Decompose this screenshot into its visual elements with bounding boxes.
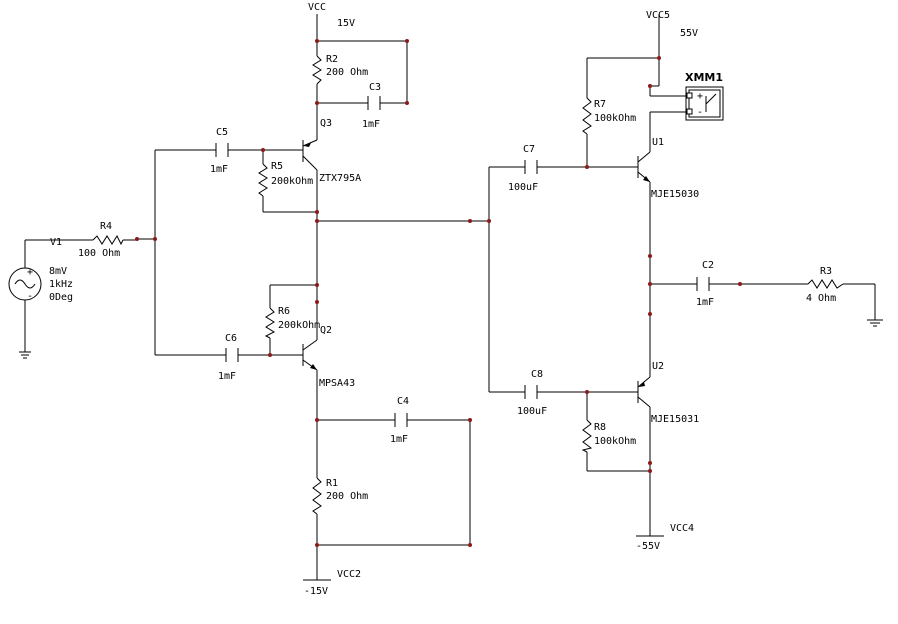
vcc5-value: 55V — [680, 28, 698, 39]
vcc-top-name: VCC — [308, 2, 326, 13]
r1-value: 200 Ohm — [326, 491, 368, 502]
q3-name: Q3 — [320, 118, 332, 129]
c5-value: 1mF — [210, 164, 228, 175]
r7-name: R7 — [594, 99, 606, 110]
wires — [19, 14, 883, 581]
c8-value: 100uF — [517, 406, 547, 417]
vcc5-name: VCC5 — [646, 10, 670, 21]
resistor-r3[interactable] — [807, 279, 844, 289]
r4-value: 100 Ohm — [78, 248, 120, 259]
transistor-q3[interactable] — [302, 139, 318, 171]
junctions — [135, 39, 742, 547]
vcc4-value: -55V — [636, 541, 660, 552]
r8-name: R8 — [594, 422, 606, 433]
capacitor-c6[interactable] — [225, 348, 239, 362]
c8-name: C8 — [531, 369, 543, 380]
u2-model: MJE15031 — [651, 414, 699, 425]
r5-value: 200kOhm — [271, 176, 313, 187]
q2-model: MPSA43 — [319, 378, 355, 389]
labels: VCC 15V VCC2 -15V VCC5 55V VCC4 -55V V1 … — [49, 2, 836, 597]
c2-name: C2 — [702, 260, 714, 271]
multimeter-xmm1[interactable]: + - — [685, 86, 724, 121]
meter-minus-label: - — [697, 107, 703, 118]
c7-name: C7 — [523, 144, 535, 155]
resistor-r2[interactable] — [312, 55, 322, 85]
c6-name: C6 — [225, 333, 237, 344]
r3-name: R3 — [820, 266, 832, 277]
vcc-top-value: 15V — [337, 18, 355, 29]
r7-value: 100kOhm — [594, 113, 636, 124]
r3-value: 4 Ohm — [806, 293, 836, 304]
capacitor-c4[interactable] — [394, 413, 408, 427]
c3-name: C3 — [369, 82, 381, 93]
resistor-r5[interactable] — [258, 163, 268, 197]
transistor-u1[interactable] — [637, 151, 651, 183]
r2-value: 200 Ohm — [326, 67, 368, 78]
c2-value: 1mF — [696, 297, 714, 308]
r1-name: R1 — [326, 478, 338, 489]
c7-value: 100uF — [508, 182, 538, 193]
c3-value: 1mF — [362, 119, 380, 130]
c4-name: C4 — [397, 396, 409, 407]
meter-name: XMM1 — [685, 71, 723, 84]
resistor-r7[interactable] — [582, 97, 592, 135]
r8-value: 100kOhm — [594, 436, 636, 447]
svg-text:-: - — [27, 291, 33, 302]
svg-text:+: + — [27, 267, 33, 278]
u1-name: U1 — [652, 137, 664, 148]
source-frequency: 1kHz — [49, 279, 73, 290]
capacitor-c5[interactable] — [215, 143, 229, 157]
vcc2-value: -15V — [304, 586, 328, 597]
source-amplitude: 8mV — [49, 266, 67, 277]
r4-name: R4 — [100, 221, 112, 232]
u2-name: U2 — [652, 361, 664, 372]
ac-source-v1[interactable]: + - — [8, 267, 42, 302]
q2-name: Q2 — [320, 325, 332, 336]
vcc2-name: VCC2 — [337, 569, 361, 580]
c6-value: 1mF — [218, 371, 236, 382]
meter-plus-label: + — [697, 91, 703, 102]
capacitor-c7[interactable] — [524, 160, 538, 174]
r6-value: 200kOhm — [278, 320, 320, 331]
r2-name: R2 — [326, 54, 338, 65]
capacitor-c8[interactable] — [524, 385, 538, 399]
c4-value: 1mF — [390, 434, 408, 445]
transistor-q2[interactable] — [302, 339, 318, 371]
capacitor-c3[interactable] — [367, 96, 381, 110]
capacitor-c2[interactable] — [696, 277, 710, 291]
r6-name: R6 — [278, 306, 290, 317]
r5-name: R5 — [271, 161, 283, 172]
q3-model: ZTX795A — [319, 173, 361, 184]
resistor-r6[interactable] — [264, 307, 276, 339]
vcc4-name: VCC4 — [670, 523, 694, 534]
resistor-r8[interactable] — [581, 419, 593, 453]
u1-model: MJE15030 — [651, 189, 699, 200]
source-phase: 0Deg — [49, 292, 73, 303]
c5-name: C5 — [216, 127, 228, 138]
source-name: V1 — [50, 237, 62, 248]
resistor-r4[interactable] — [92, 234, 124, 246]
resistor-r1[interactable] — [312, 477, 322, 515]
transistor-u2[interactable] — [637, 376, 651, 408]
